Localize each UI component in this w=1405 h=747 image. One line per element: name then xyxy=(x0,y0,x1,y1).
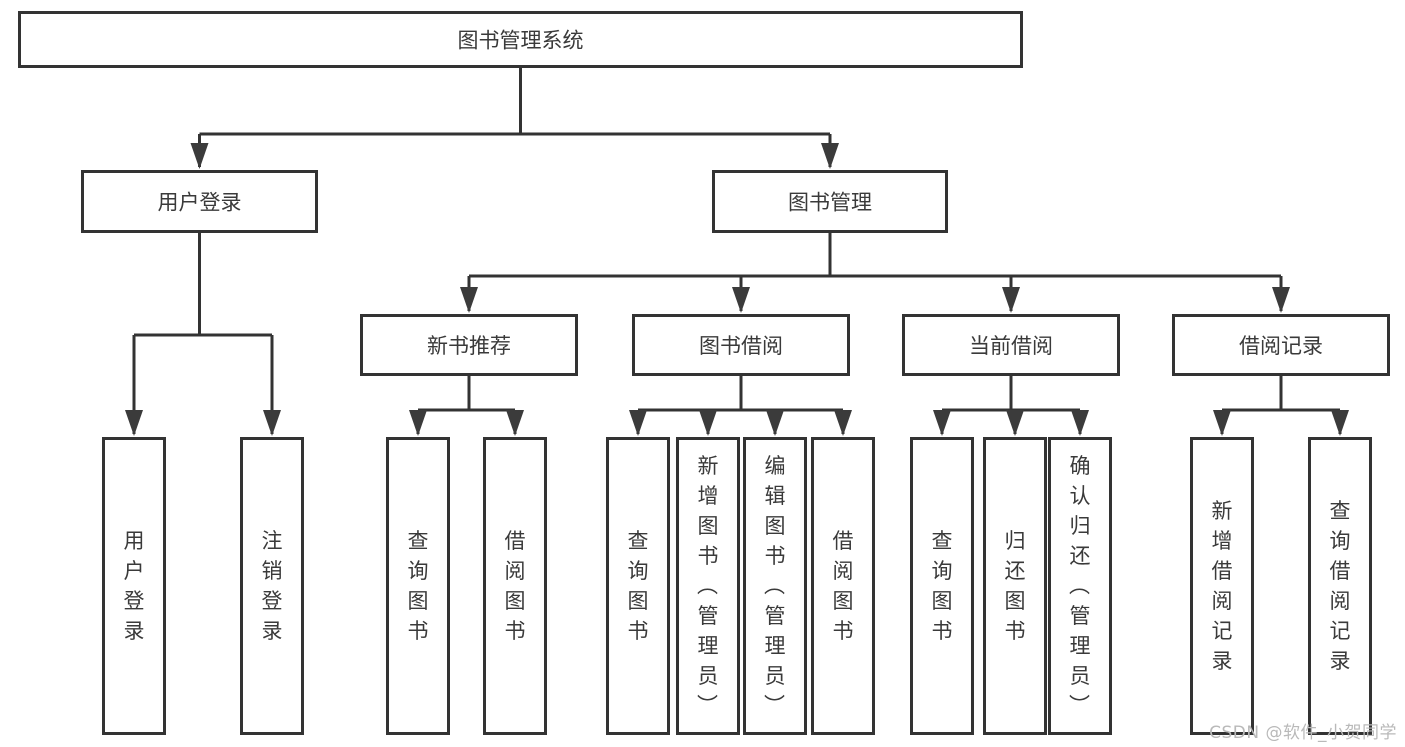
node-label: 借阅图书 xyxy=(833,529,854,643)
node-leaf-1[interactable]: 注销登录 xyxy=(240,437,304,735)
node-label: 当前借阅 xyxy=(969,334,1053,358)
node-label: 新书推荐 xyxy=(427,334,511,358)
node-leaf-6[interactable]: 编辑图书︵管理员︶ xyxy=(743,437,807,735)
node-leaf-2[interactable]: 查询图书 xyxy=(386,437,450,735)
node-level3-2[interactable]: 当前借阅 xyxy=(902,314,1120,376)
node-level3-0[interactable]: 新书推荐 xyxy=(360,314,578,376)
arrow-head-icon xyxy=(766,410,784,436)
arrow-head-icon xyxy=(460,287,478,313)
node-box xyxy=(606,437,670,735)
node-label: 查询借阅记录 xyxy=(1330,499,1351,673)
node-leaf-11[interactable]: 新增借阅记录 xyxy=(1190,437,1254,735)
arrow-head-icon xyxy=(125,410,143,436)
node-label: 图书管理系统 xyxy=(458,29,584,53)
node-box xyxy=(983,437,1047,735)
arrow-head-icon xyxy=(699,410,717,436)
arrow-head-icon xyxy=(732,287,750,313)
node-label: 用户登录 xyxy=(158,191,242,215)
arrow-head-icon xyxy=(1071,410,1089,436)
arrow-head-icon xyxy=(190,143,209,169)
node-label: 用户登录 xyxy=(124,529,145,643)
node-label: 新增图书︵管理员︶ xyxy=(697,454,719,718)
node-label: 图书借阅 xyxy=(699,334,783,358)
arrow-head-icon xyxy=(1213,410,1231,436)
connector-layer xyxy=(125,68,1349,436)
node-level2-0[interactable]: 用户登录 xyxy=(81,170,318,233)
node-label: 编辑图书︵管理员︶ xyxy=(764,454,786,718)
arrow-head-icon xyxy=(506,410,524,436)
node-leaf-8[interactable]: 查询图书 xyxy=(910,437,974,735)
arrow-head-icon xyxy=(263,410,281,436)
node-leaf-0[interactable]: 用户登录 xyxy=(102,437,166,735)
node-box xyxy=(910,437,974,735)
node-label: 归还图书 xyxy=(1005,529,1026,643)
node-box xyxy=(483,437,547,735)
arrow-head-icon xyxy=(821,143,839,169)
node-leaf-10[interactable]: 确认归还︵管理员︶ xyxy=(1048,437,1112,735)
node-label: 查询图书 xyxy=(408,529,429,643)
node-layer: 图书管理系统用户登录图书管理新书推荐图书借阅当前借阅借阅记录用户登录注销登录查询… xyxy=(18,11,1390,735)
node-label: 新增借阅记录 xyxy=(1212,499,1233,673)
node-box xyxy=(743,437,807,735)
node-box xyxy=(102,437,166,735)
node-root-0[interactable]: 图书管理系统 xyxy=(18,11,1023,68)
node-box xyxy=(676,437,740,735)
node-box xyxy=(902,314,1120,376)
node-box xyxy=(1048,437,1112,735)
node-box xyxy=(1190,437,1254,735)
node-box xyxy=(18,11,1023,68)
node-label: 借阅图书 xyxy=(505,529,526,643)
arrow-head-icon xyxy=(1331,410,1349,436)
node-level2-1[interactable]: 图书管理 xyxy=(712,170,948,233)
node-box xyxy=(811,437,875,735)
arrow-head-icon xyxy=(834,410,852,436)
node-label: 图书管理 xyxy=(788,191,872,215)
arrow-head-icon xyxy=(933,410,951,436)
node-level3-3[interactable]: 借阅记录 xyxy=(1172,314,1390,376)
node-box xyxy=(360,314,578,376)
node-box xyxy=(81,170,318,233)
node-leaf-5[interactable]: 新增图书︵管理员︶ xyxy=(676,437,740,735)
node-label: 查询图书 xyxy=(628,529,649,643)
arrow-head-icon xyxy=(1006,410,1024,436)
node-label: 查询图书 xyxy=(932,529,953,643)
node-leaf-12[interactable]: 查询借阅记录 xyxy=(1308,437,1372,735)
node-box xyxy=(632,314,850,376)
node-box xyxy=(240,437,304,735)
node-label: 借阅记录 xyxy=(1239,334,1323,358)
node-level3-1[interactable]: 图书借阅 xyxy=(632,314,850,376)
csdn-watermark: CSDN @软件_小贺同学 xyxy=(1209,723,1397,743)
node-leaf-9[interactable]: 归还图书 xyxy=(983,437,1047,735)
node-leaf-3[interactable]: 借阅图书 xyxy=(483,437,547,735)
arrow-head-icon xyxy=(1272,287,1290,313)
node-box xyxy=(712,170,948,233)
node-box xyxy=(1172,314,1390,376)
arrow-head-icon xyxy=(409,410,427,436)
arrow-head-icon xyxy=(1002,287,1020,313)
node-box xyxy=(386,437,450,735)
arrow-head-icon xyxy=(629,410,647,436)
node-label: 注销登录 xyxy=(262,529,283,643)
node-leaf-7[interactable]: 借阅图书 xyxy=(811,437,875,735)
node-leaf-4[interactable]: 查询图书 xyxy=(606,437,670,735)
node-box xyxy=(1308,437,1372,735)
node-label: 确认归还︵管理员︶ xyxy=(1069,454,1091,718)
